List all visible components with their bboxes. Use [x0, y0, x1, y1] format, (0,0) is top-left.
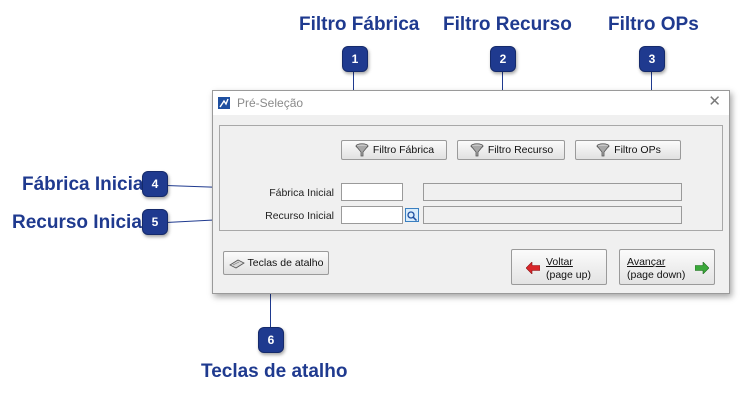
callout-line-6: [270, 271, 271, 327]
avancar-button[interactable]: Avançar (page down): [619, 249, 715, 285]
filter-funnel-icon: [596, 143, 610, 157]
filter-funnel-icon: [355, 143, 369, 157]
avancar-label: Avançar: [627, 256, 666, 268]
callout-title-filtro-ops: Filtro OPs: [608, 14, 699, 35]
callout-title-filtro-recurso: Filtro Recurso: [443, 14, 572, 35]
callout-badge-2: 2: [490, 46, 516, 72]
arrow-right-icon: [695, 262, 709, 274]
filter-group-box: Filtro Fábrica Filtro Recurso Filtro OPs…: [219, 125, 723, 231]
callout-title-fabrica-inicial: Fábrica Inicial: [22, 174, 149, 195]
filter-funnel-icon: [470, 143, 484, 157]
close-icon[interactable]: ✕: [708, 93, 721, 110]
fabrica-inicial-label: Fábrica Inicial: [269, 187, 334, 199]
filtro-fabrica-button[interactable]: Filtro Fábrica: [341, 140, 447, 160]
filtro-recurso-button[interactable]: Filtro Recurso: [457, 140, 565, 160]
arrow-left-icon: [526, 262, 540, 274]
callout-badge-6: 6: [258, 327, 284, 353]
callout-title-teclas-de-atalho: Teclas de atalho: [201, 361, 348, 382]
window-titlebar[interactable]: Pré-Seleção ✕: [213, 91, 729, 115]
callout-title-filtro-fabrica: Filtro Fábrica: [299, 14, 420, 35]
pre-selecao-dialog: Pré-Seleção ✕ Filtro Fábrica Filtro Recu…: [212, 90, 730, 294]
teclas-de-atalho-button[interactable]: Teclas de atalho: [223, 251, 329, 275]
callout-badge-3: 3: [639, 46, 665, 72]
keyboard-icon: [228, 259, 245, 269]
recurso-inicial-input[interactable]: [341, 206, 403, 224]
teclas-de-atalho-label: Teclas de atalho: [247, 257, 324, 269]
recurso-inicial-description: [423, 206, 682, 224]
callout-badge-1: 1: [342, 46, 368, 72]
voltar-label: Voltar: [546, 256, 573, 268]
search-icon[interactable]: [405, 208, 419, 222]
callout-badge-5: 5: [142, 209, 168, 235]
filtro-fabrica-label: Filtro Fábrica: [372, 144, 435, 156]
app-icon: [218, 97, 230, 109]
filtro-recurso-label: Filtro Recurso: [487, 144, 554, 156]
callout-badge-4: 4: [142, 171, 168, 197]
voltar-button[interactable]: Voltar (page up): [511, 249, 607, 285]
voltar-shortcut: (page up): [546, 269, 591, 281]
recurso-inicial-label: Recurso Inicial: [265, 210, 334, 222]
fabrica-inicial-input[interactable]: [341, 183, 403, 201]
callout-title-recurso-inicial: Recurso Inicial: [12, 212, 148, 233]
filtro-ops-button[interactable]: Filtro OPs: [575, 140, 681, 160]
fabrica-inicial-description: [423, 183, 682, 201]
filtro-ops-label: Filtro OPs: [614, 144, 661, 156]
window-title: Pré-Seleção: [237, 96, 304, 110]
avancar-shortcut: (page down): [627, 269, 686, 281]
